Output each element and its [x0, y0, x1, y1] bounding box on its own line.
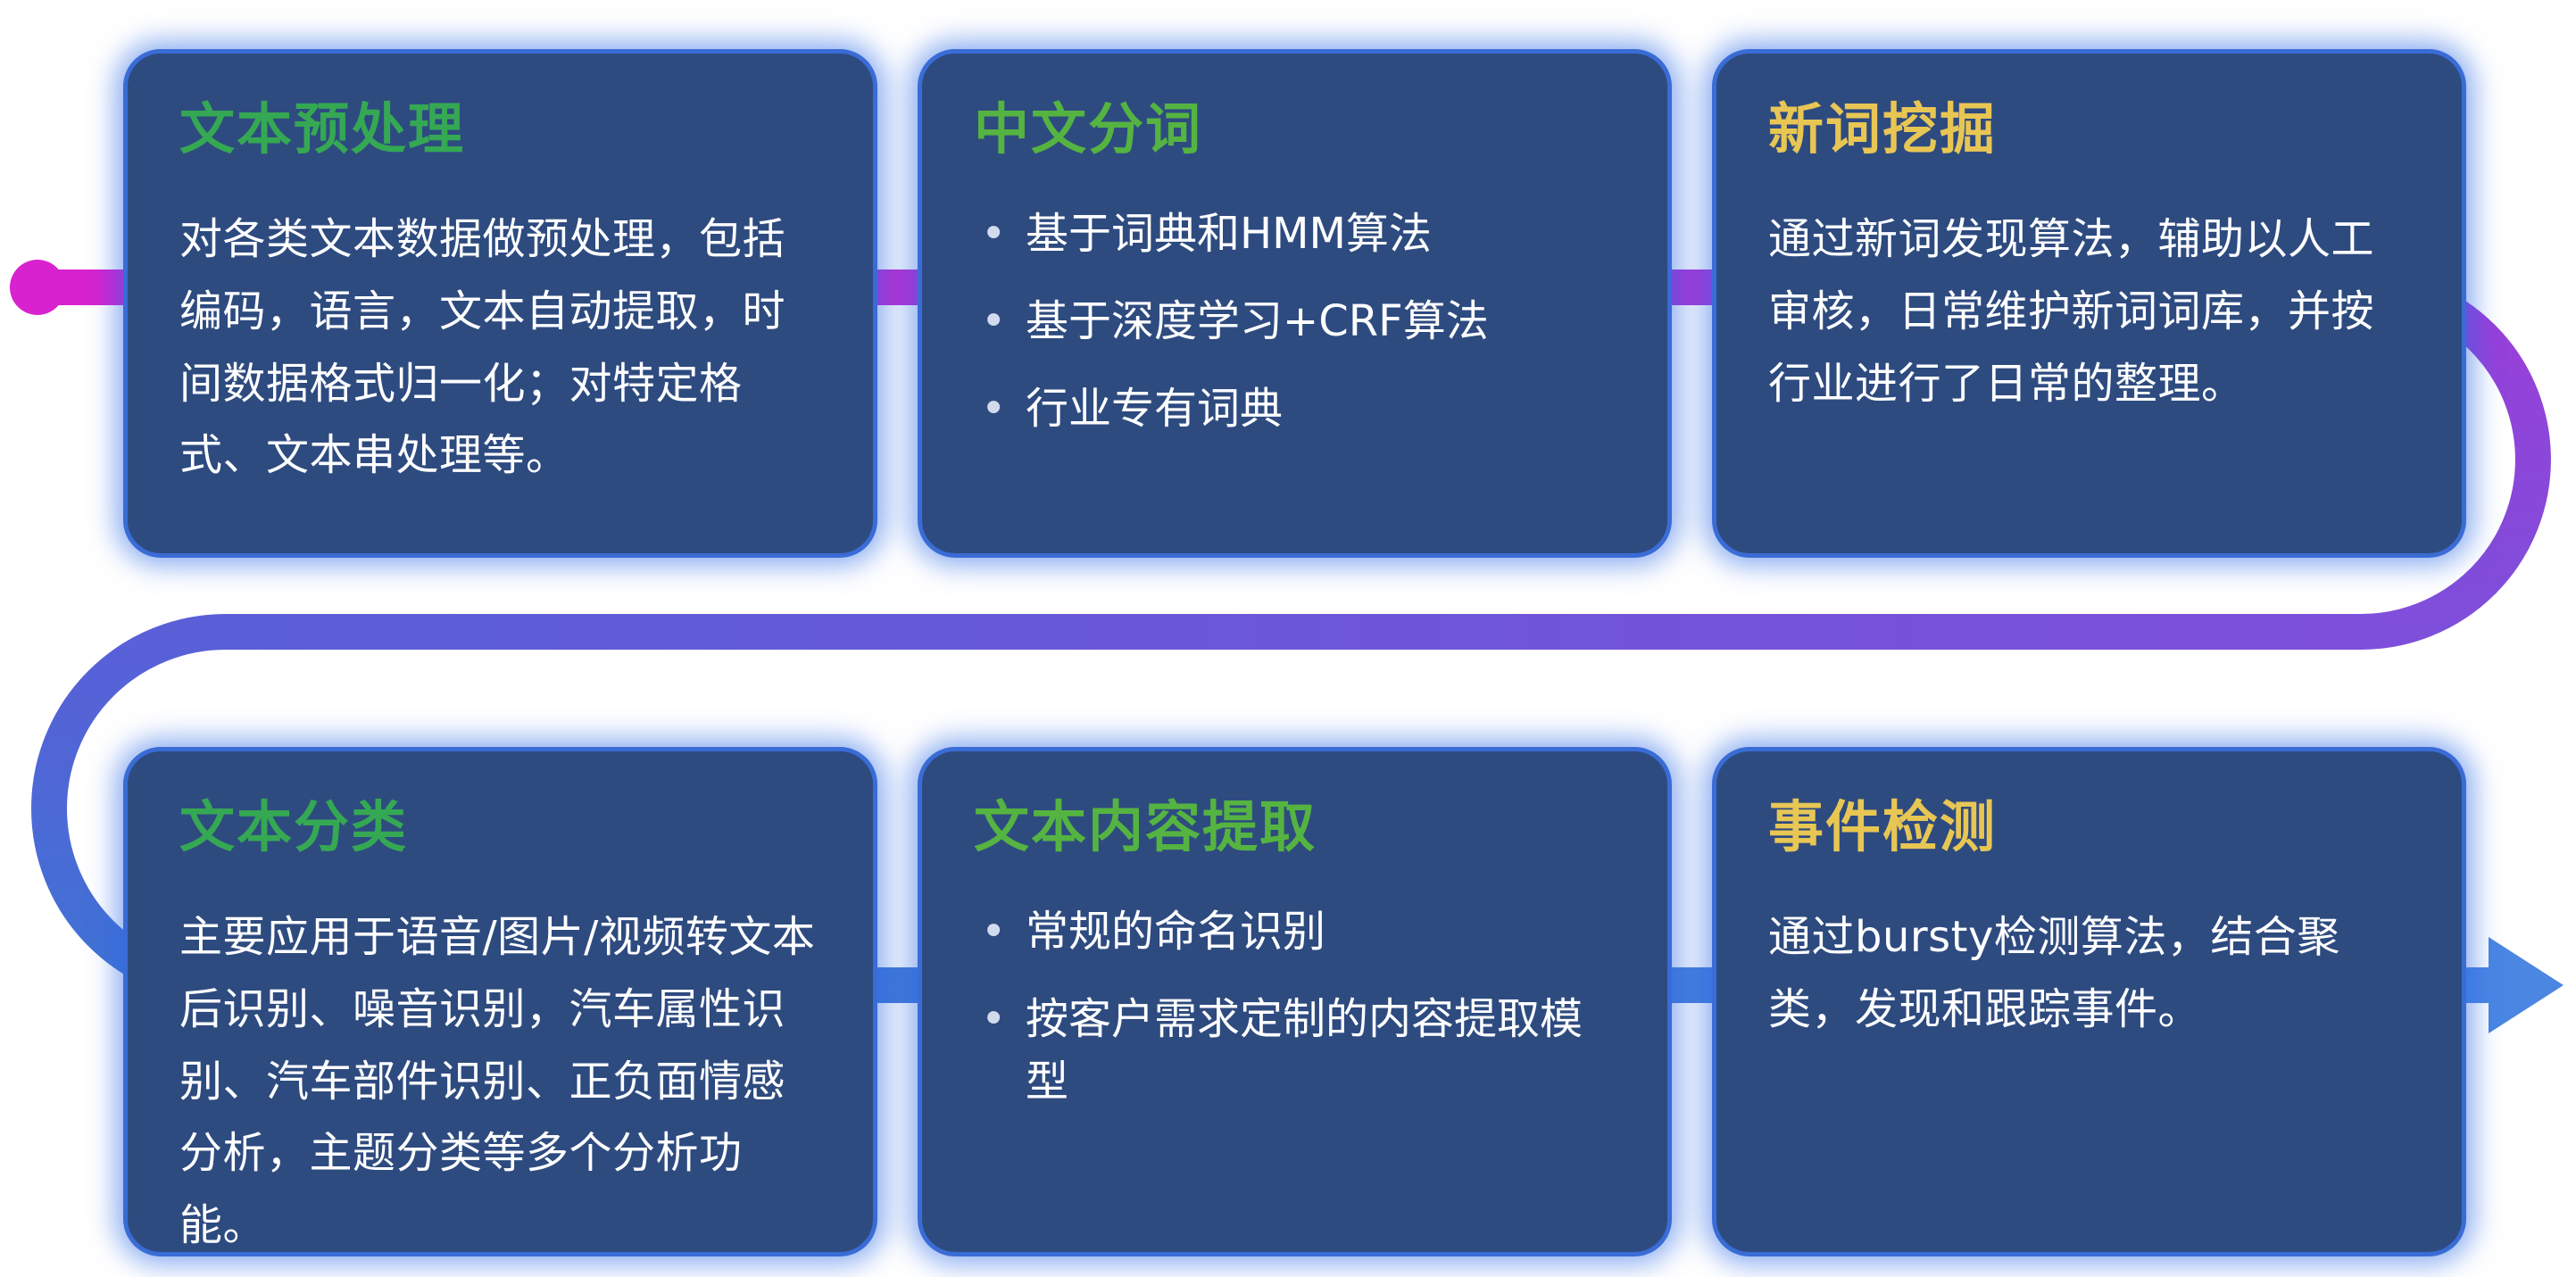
card-event-detection: 事件检测 通过bursty检测算法，结合聚类，发现和跟踪事件。 — [1712, 747, 2466, 1256]
card-bullet: 行业专有词典 — [974, 378, 1623, 441]
card-text: 主要应用于语音/图片/视频转文本后识别、噪音识别，汽车属性识别、汽车部件识别、正… — [179, 912, 816, 1250]
card-body: 通过新词发现算法，辅助以人工审核，日常维护新词词库，并按行业进行了日常的整理。 — [1768, 203, 2417, 419]
card-text-preprocessing: 文本预处理 对各类文本数据做预处理，包括编码，语言，文本自动提取，时间数据格式归… — [123, 49, 877, 558]
card-bullet: 按客户需求定制的内容提取模型 — [974, 989, 1623, 1113]
card-body: 主要应用于语音/图片/视频转文本后识别、噪音识别，汽车属性识别、汽车部件识别、正… — [179, 901, 828, 1261]
card-body: 基于词典和HMM算法基于深度学习+CRF算法行业专有词典 — [974, 203, 1623, 440]
flow-start-dot — [10, 260, 65, 315]
card-body: 常规的命名识别按客户需求定制的内容提取模型 — [974, 901, 1623, 1113]
cards-grid: 文本预处理 对各类文本数据做预处理，包括编码，语言，文本自动提取，时间数据格式归… — [123, 49, 2466, 1256]
card-body: 对各类文本数据做预处理，包括编码，语言，文本自动提取，时间数据格式归一化；对特定… — [179, 203, 828, 492]
card-title: 新词挖掘 — [1768, 96, 1998, 162]
card-text-content-extraction: 文本内容提取 常规的命名识别按客户需求定制的内容提取模型 — [918, 747, 1672, 1256]
card-text-classification: 文本分类 主要应用于语音/图片/视频转文本后识别、噪音识别，汽车属性识别、汽车部… — [123, 747, 877, 1256]
card-text: 通过bursty检测算法，结合聚类，发现和跟踪事件。 — [1768, 912, 2340, 1035]
card-text: 对各类文本数据做预处理，包括编码，语言，文本自动提取，时间数据格式归一化；对特定… — [179, 214, 786, 481]
card-title: 文本预处理 — [179, 96, 466, 162]
flow-end-arrow-icon — [2489, 937, 2564, 1033]
card-bullet: 基于词典和HMM算法 — [974, 203, 1623, 266]
card-title: 文本内容提取 — [974, 794, 1317, 859]
card-bullet-list: 常规的命名识别按客户需求定制的内容提取模型 — [974, 901, 1623, 1113]
card-body: 通过bursty检测算法，结合聚类，发现和跟踪事件。 — [1768, 901, 2417, 1045]
card-title: 中文分词 — [974, 96, 1203, 162]
card-chinese-word-segmentation: 中文分词 基于词典和HMM算法基于深度学习+CRF算法行业专有词典 — [918, 49, 1672, 558]
card-text: 通过新词发现算法，辅助以人工审核，日常维护新词词库，并按行业进行了日常的整理。 — [1768, 214, 2375, 409]
card-new-word-mining: 新词挖掘 通过新词发现算法，辅助以人工审核，日常维护新词词库，并按行业进行了日常… — [1712, 49, 2466, 558]
card-title: 文本分类 — [179, 794, 409, 859]
card-bullet: 常规的命名识别 — [974, 901, 1623, 964]
card-title: 事件检测 — [1768, 794, 1998, 859]
card-bullet-list: 基于词典和HMM算法基于深度学习+CRF算法行业专有词典 — [974, 203, 1623, 440]
card-bullet: 基于深度学习+CRF算法 — [974, 291, 1623, 353]
